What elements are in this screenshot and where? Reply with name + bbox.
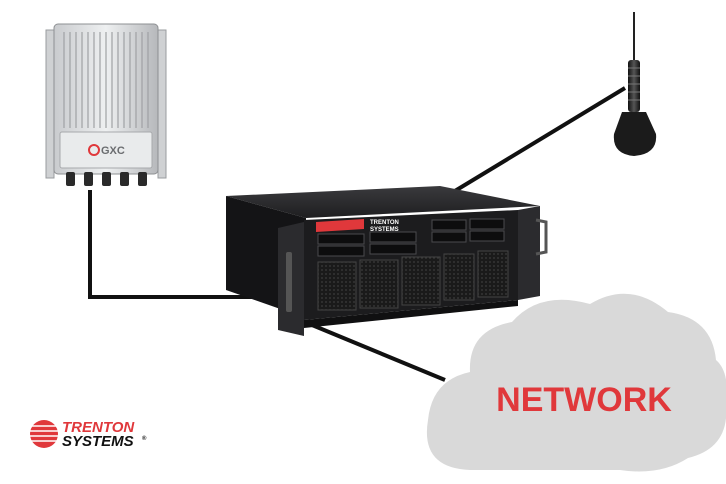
logo-line1: TRENTON: [62, 419, 135, 436]
server-drive-bays: [317, 218, 505, 257]
cloud-shape: [426, 293, 726, 472]
server-handle-left: [286, 252, 292, 312]
logo-line2: SYSTEMS: [62, 433, 134, 450]
server-vent-grilles: [317, 250, 509, 311]
radio-unit: GXC: [45, 23, 167, 186]
cable-server-to-network: [311, 323, 446, 382]
rack-server: TRENTON SYSTEMS: [226, 186, 548, 336]
server-badge: [316, 219, 364, 232]
antenna: [613, 12, 657, 156]
server-badge-line2: SYSTEMS: [370, 227, 399, 233]
radio-brand-label: GXC: [101, 145, 125, 157]
radio-bracket-left: [45, 29, 55, 179]
cable-server-to-antenna: [438, 86, 627, 202]
antenna-base: [613, 112, 657, 156]
network-cloud: NETWORK: [426, 293, 726, 472]
server-handle-right: [535, 218, 548, 256]
network-label: NETWORK: [496, 381, 672, 419]
gxc-logo-icon: [88, 144, 100, 156]
server-badge-line1: TRENTON: [370, 220, 399, 226]
server-rack-ear-right: [518, 206, 540, 300]
radio-front-panel: [59, 131, 153, 169]
radio-bracket-right: [157, 29, 167, 179]
radio-cooling-fins: [63, 32, 149, 128]
cables: [88, 86, 627, 382]
radio-connectors: [66, 172, 147, 186]
cable-radio-to-server: [88, 190, 282, 299]
server-bottom: [304, 300, 518, 328]
globe-icon: [30, 420, 58, 448]
trenton-systems-logo: TRENTON SYSTEMS ®: [30, 419, 147, 450]
antenna-coil: [628, 60, 640, 112]
registered-mark: ®: [142, 435, 147, 442]
server-top: [226, 186, 540, 218]
